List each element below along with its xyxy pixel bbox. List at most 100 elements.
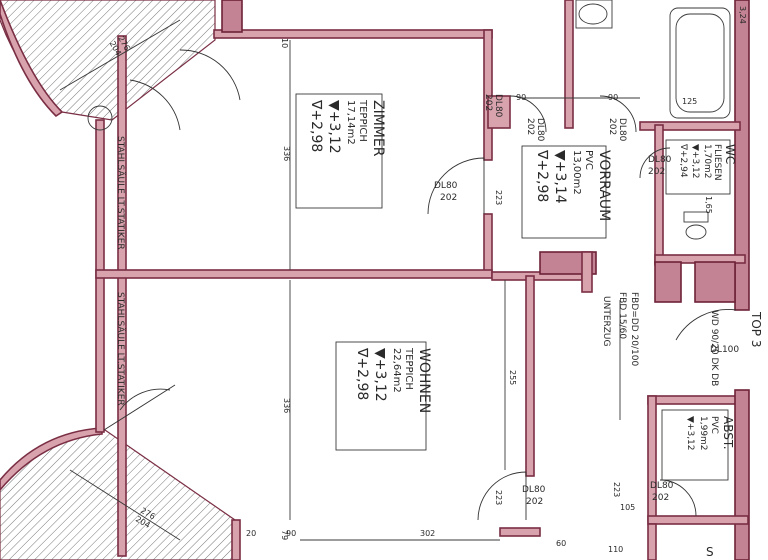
wall-wc-left (654, 124, 664, 266)
zimmer-name: ZIMMER (370, 100, 386, 157)
facade-left-wall (117, 35, 127, 557)
fbd-label: FBD=DD 20/100 (629, 292, 639, 366)
abst-area: 1,99m2 (698, 416, 708, 451)
dim-text: 90 (608, 93, 618, 102)
wall-bath-bottom (639, 121, 741, 131)
dim-text: 223 (612, 482, 621, 497)
bathtub (669, 7, 731, 119)
zimmer-tag-box (295, 93, 383, 209)
wall-abst-top (647, 395, 749, 405)
toilet (685, 224, 707, 240)
door-arc-wohnen (477, 471, 527, 521)
wohnen-name: WOHNEN (416, 348, 432, 413)
door-label-b: 202 (525, 118, 535, 135)
wall-top-left (221, 0, 243, 33)
unterzug-label: UNTERZUG (601, 296, 611, 347)
door-arc-abst (659, 479, 697, 517)
wd-label: WD 90/20 DK DB (709, 310, 719, 386)
frame-dl80 (487, 95, 511, 129)
door-label-a: DL80 (522, 485, 546, 495)
wall-middle (95, 269, 493, 279)
wc-area: 1,70m2 (702, 144, 712, 179)
sink-counter (575, 0, 613, 29)
dim-text: 3,24 (738, 6, 747, 24)
abst-height1: ▼+3,12 (685, 416, 695, 451)
door-arc-balcony-top (129, 79, 181, 131)
wohnen-tag-box (335, 341, 427, 451)
door-label-b: 202 (483, 94, 493, 111)
zimmer-height1: ▼+3,12 (326, 100, 342, 154)
wall-sw-left (647, 523, 657, 560)
dim-text: 110 (608, 545, 623, 554)
wc-floor: FLIESEN (712, 144, 722, 181)
door-label-a: DL80 (493, 94, 503, 118)
wall-abst-left (647, 395, 657, 523)
dim-text: 255 (508, 370, 517, 385)
steel-column-top (87, 105, 113, 131)
wall-vorraum-col2 (581, 251, 593, 293)
wohnen-area: 22,64m2 (391, 348, 402, 393)
abst-floor: PVC (709, 416, 719, 434)
door-arc-wc (639, 147, 671, 179)
wc-height2: ∇+2,94 (678, 143, 688, 178)
dim-text: 336 (282, 146, 291, 161)
fbd2-label: FBD 15/60 (617, 292, 627, 339)
wohnen-floor: TEPPICH (403, 347, 414, 390)
curved-wall-bottom (0, 427, 103, 492)
sw-label: S (706, 545, 714, 559)
top-label: TOP 3 (749, 311, 763, 347)
dim-text: 223 (494, 490, 503, 505)
wc-height1: ▼+3,12 (690, 144, 700, 179)
zimmer-floor: TEPPICH (357, 99, 368, 142)
vorraum-name: VORRAUM (596, 150, 612, 221)
abst-tag-box (661, 409, 729, 481)
dim-text: 10 (280, 38, 289, 48)
dim-text: 336 (282, 398, 291, 413)
wall-wohnen-right (525, 275, 535, 477)
balcony-top (0, 0, 216, 121)
door-label-b: 202 (440, 193, 457, 203)
wohnen-height2: ∇+2,98 (354, 347, 370, 400)
vorraum-area: 13,00m2 (571, 150, 582, 195)
door-arc-bath (599, 95, 637, 133)
wall-top-zimmer (213, 29, 493, 39)
door-label-b: 202 (526, 497, 543, 507)
door-label-a: DL80 (650, 481, 674, 491)
wall-abst-right (734, 389, 750, 560)
door-label-a: DL80 (617, 118, 627, 142)
curved-wall-top (0, 0, 64, 118)
dim-text: 79 (280, 530, 289, 540)
wall-bath-left (564, 0, 574, 129)
vorraum-floor: PVC (583, 150, 594, 170)
wc-name: WC (723, 144, 737, 164)
dim-text: 90 (516, 93, 526, 102)
door-label-b: 202 (652, 493, 669, 503)
wall-bottom (231, 519, 241, 560)
wc-tag-box (665, 139, 731, 195)
wall-bath-right (734, 0, 750, 311)
dim-text: 105 (620, 503, 635, 512)
door-label-a: DL80 (535, 118, 545, 142)
door-label-b: 202 (607, 118, 617, 135)
door-arc-balcony-top2 (179, 49, 241, 101)
shaft-2 (694, 261, 736, 303)
dim-text: 302 (420, 529, 435, 538)
vorraum-height2: ∇+2,98 (534, 149, 550, 202)
wall-zimmer-right (483, 29, 493, 161)
dl100-label: DL100 (710, 345, 739, 355)
dim-text: 90 (286, 529, 296, 538)
wohnen-height1: ▼+3,12 (372, 348, 388, 402)
zimmer-area: 17,14m2 (345, 100, 356, 145)
dim-text: 20 (246, 529, 256, 538)
door-arc-balcony-bottom (119, 388, 171, 411)
door-arc-vorraum (509, 95, 547, 133)
stahlsaeule-label-top: STAHLSÄULE LT.STATIKER (115, 136, 126, 250)
door-arc-entry (675, 309, 737, 341)
door-arc-zimmer (427, 157, 485, 215)
sink (578, 3, 608, 25)
door-label-a: DL80 (434, 181, 458, 191)
vorraum-tag-box (521, 145, 607, 239)
toilet-tank (683, 211, 709, 223)
bathtub-inner (675, 13, 725, 113)
